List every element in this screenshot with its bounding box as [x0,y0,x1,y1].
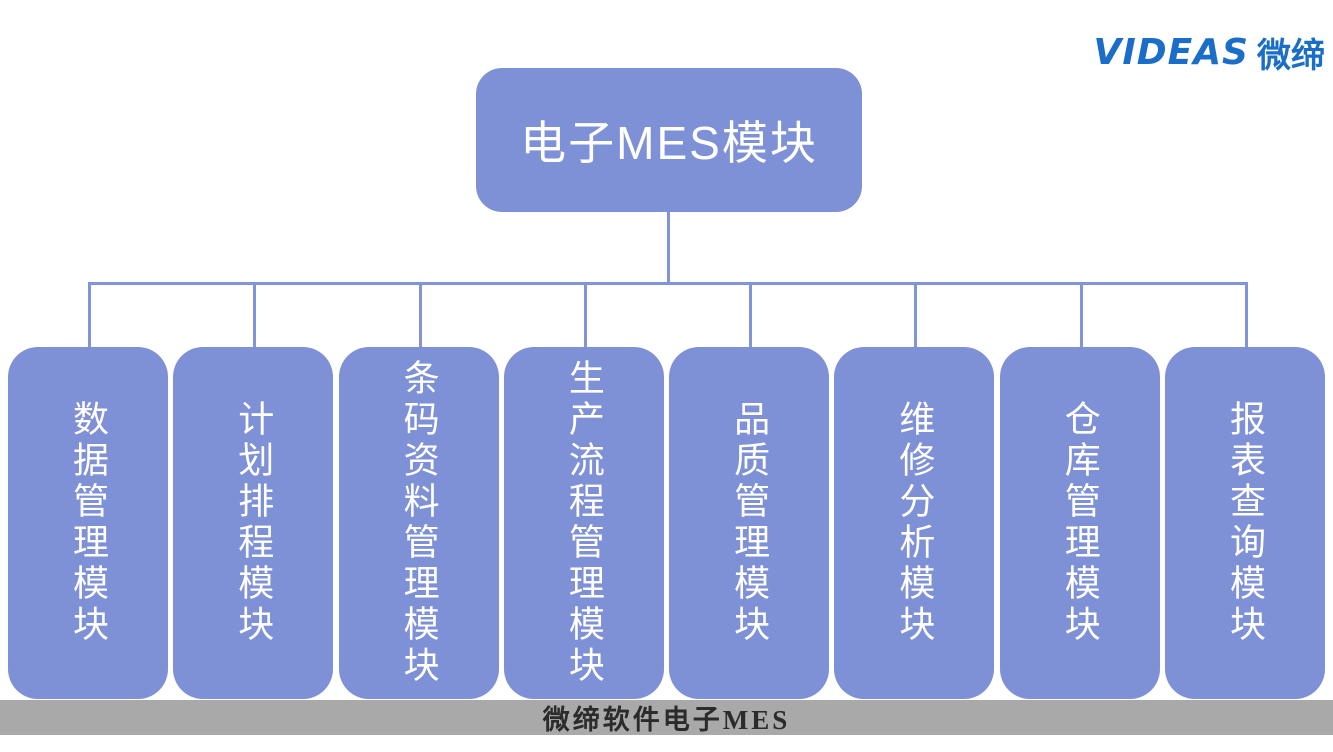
connector-drop-5 [749,282,752,348]
brand-logo-chinese: 微缔 [1257,36,1325,76]
module-node-warehouse-management: 仓库管理模块 [999,347,1160,699]
connector-root-stem [667,212,670,284]
footer-label: 微缔软件电子MES [542,705,791,735]
connector-drop-3 [419,282,422,348]
module-node-quality-management: 品质管理模块 [669,347,830,699]
module-node-report-query: 报表查询模块 [1164,347,1325,699]
connector-drop-8 [1245,282,1248,348]
module-node-maintenance-analysis: 维修分析模块 [834,347,995,699]
footer-bar: 微缔软件电子MES [0,700,1333,735]
connector-drop-2 [253,282,256,348]
module-node-planning-scheduling: 计划排程模块 [173,347,334,699]
connector-drop-1 [88,282,91,348]
connector-drop-4 [584,282,587,348]
module-row: 数据管理模块 计划排程模块 条码资料管理模块 生产流程管理模块 品质管理模块 维… [8,347,1325,699]
module-node-production-process: 生产流程管理模块 [503,347,664,699]
module-node-barcode-data: 条码资料管理模块 [338,347,499,699]
brand-logo: VIDEAS 微缔 [1093,28,1325,77]
connector-drop-6 [914,282,917,348]
connector-horizontal-bus [88,282,1246,285]
connector-drop-7 [1080,282,1083,348]
brand-logo-wordmark: VIDEAS [1093,32,1249,73]
module-node-data-management: 数据管理模块 [8,347,168,699]
root-node-mes: 电子MES模块 [476,68,862,212]
